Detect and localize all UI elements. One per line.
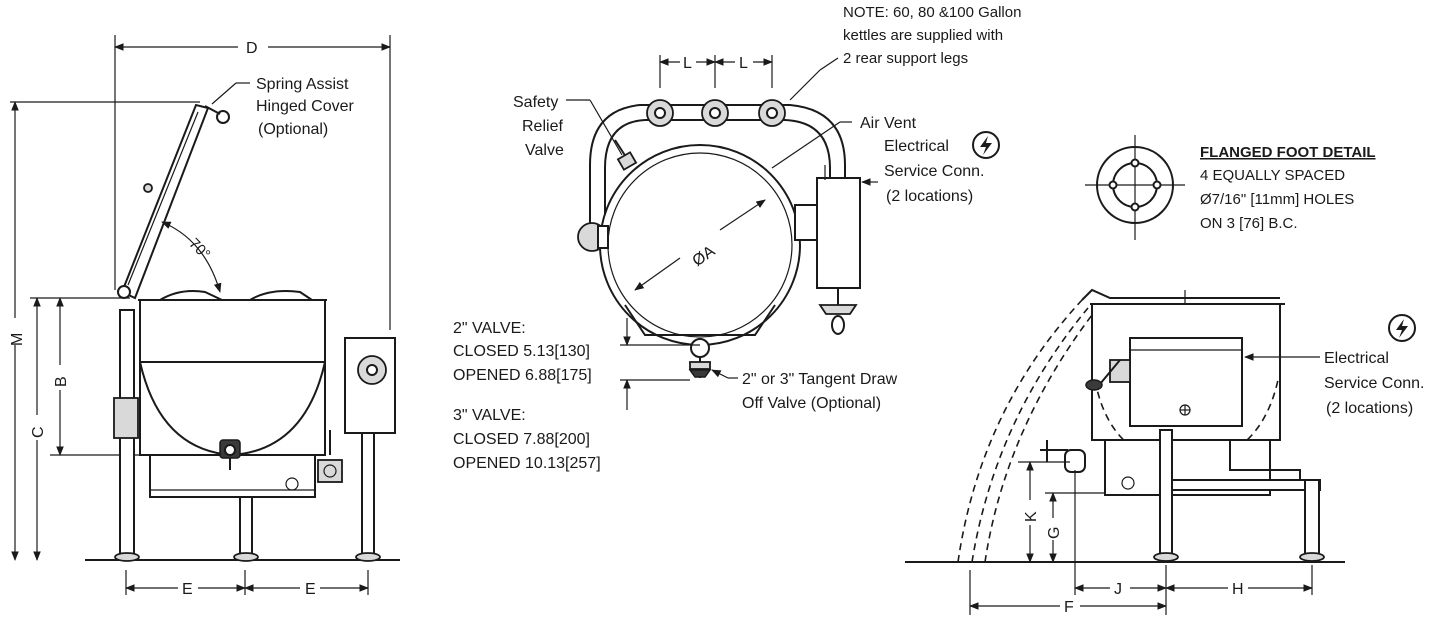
tangent-valve-line2: Off Valve (Optional) (742, 395, 881, 412)
safety-valve-line3: Valve (525, 142, 564, 159)
side-view: Electrical Service Conn. (2 locations) K… (905, 288, 1425, 616)
dim-f-label: F (1064, 599, 1074, 616)
dim-b-label: B (53, 376, 70, 387)
foot-detail-line1: 4 EQUALLY SPACED (1200, 167, 1345, 184)
top-view: NOTE: 60, 80 &100 Gallon kettles are sup… (453, 4, 1021, 472)
electrical-top-line3: (2 locations) (886, 188, 973, 205)
lightning-bolt-side-icon (1396, 319, 1408, 338)
valve2-title: 2" VALVE: (453, 320, 526, 337)
foot-detail-line2: Ø7/16" [11mm] HOLES (1200, 191, 1354, 208)
electrical-top-line2: Service Conn. (884, 163, 985, 180)
electrical-top-line1: Electrical (884, 138, 949, 155)
note-line1: NOTE: 60, 80 &100 Gallon (843, 4, 1021, 21)
dim-m-label: M (9, 333, 26, 346)
flanged-foot-detail: FLANGED FOOT DETAIL 4 EQUALLY SPACED Ø7/… (1085, 135, 1376, 240)
dim-h-label: H (1232, 581, 1244, 598)
note-line2: kettles are supplied with (843, 27, 1003, 44)
dim-e2-label: E (305, 581, 316, 598)
safety-valve-line2: Relief (522, 118, 563, 135)
tangent-valve-line1: 2" or 3" Tangent Draw (742, 371, 898, 388)
spring-assist-line3: (Optional) (258, 121, 328, 138)
dim-e1-label: E (182, 581, 193, 598)
electrical-side-hazard-icon (1388, 314, 1416, 342)
dim-c-label: C (30, 426, 47, 438)
lightning-bolt-icon (980, 136, 992, 155)
valve2-opened: OPENED 6.88[175] (453, 367, 592, 384)
dim-j-label: J (1114, 581, 1122, 598)
valve3-closed: CLOSED 7.88[200] (453, 431, 590, 448)
electrical-side-line3: (2 locations) (1326, 400, 1413, 417)
electrical-side-line2: Service Conn. (1324, 375, 1425, 392)
dim-k-label: K (1023, 511, 1040, 522)
foot-detail-line3: ON 3 [76] B.C. (1200, 215, 1298, 232)
dim-d-label: D (246, 40, 258, 57)
valve2-closed: CLOSED 5.13[130] (453, 343, 590, 360)
foot-detail-title: FLANGED FOOT DETAIL (1200, 144, 1376, 161)
air-vent-label: Air Vent (860, 115, 917, 132)
spring-assist-line2: Hinged Cover (256, 98, 355, 115)
spring-assist-line1: Spring Assist (256, 76, 349, 93)
note-line3: 2 rear support legs (843, 50, 968, 67)
dim-l2-label: L (739, 55, 748, 72)
safety-valve-line1: Safety (513, 94, 558, 111)
valve3-title: 3" VALVE: (453, 407, 526, 424)
dim-g-label: G (1046, 527, 1063, 539)
electrical-side-line1: Electrical (1324, 350, 1389, 367)
dim-l1-label: L (683, 55, 692, 72)
valve3-opened: OPENED 10.13[257] (453, 455, 601, 472)
electrical-hazard-icon (972, 131, 1000, 159)
front-view: D M C B E E (9, 35, 400, 598)
